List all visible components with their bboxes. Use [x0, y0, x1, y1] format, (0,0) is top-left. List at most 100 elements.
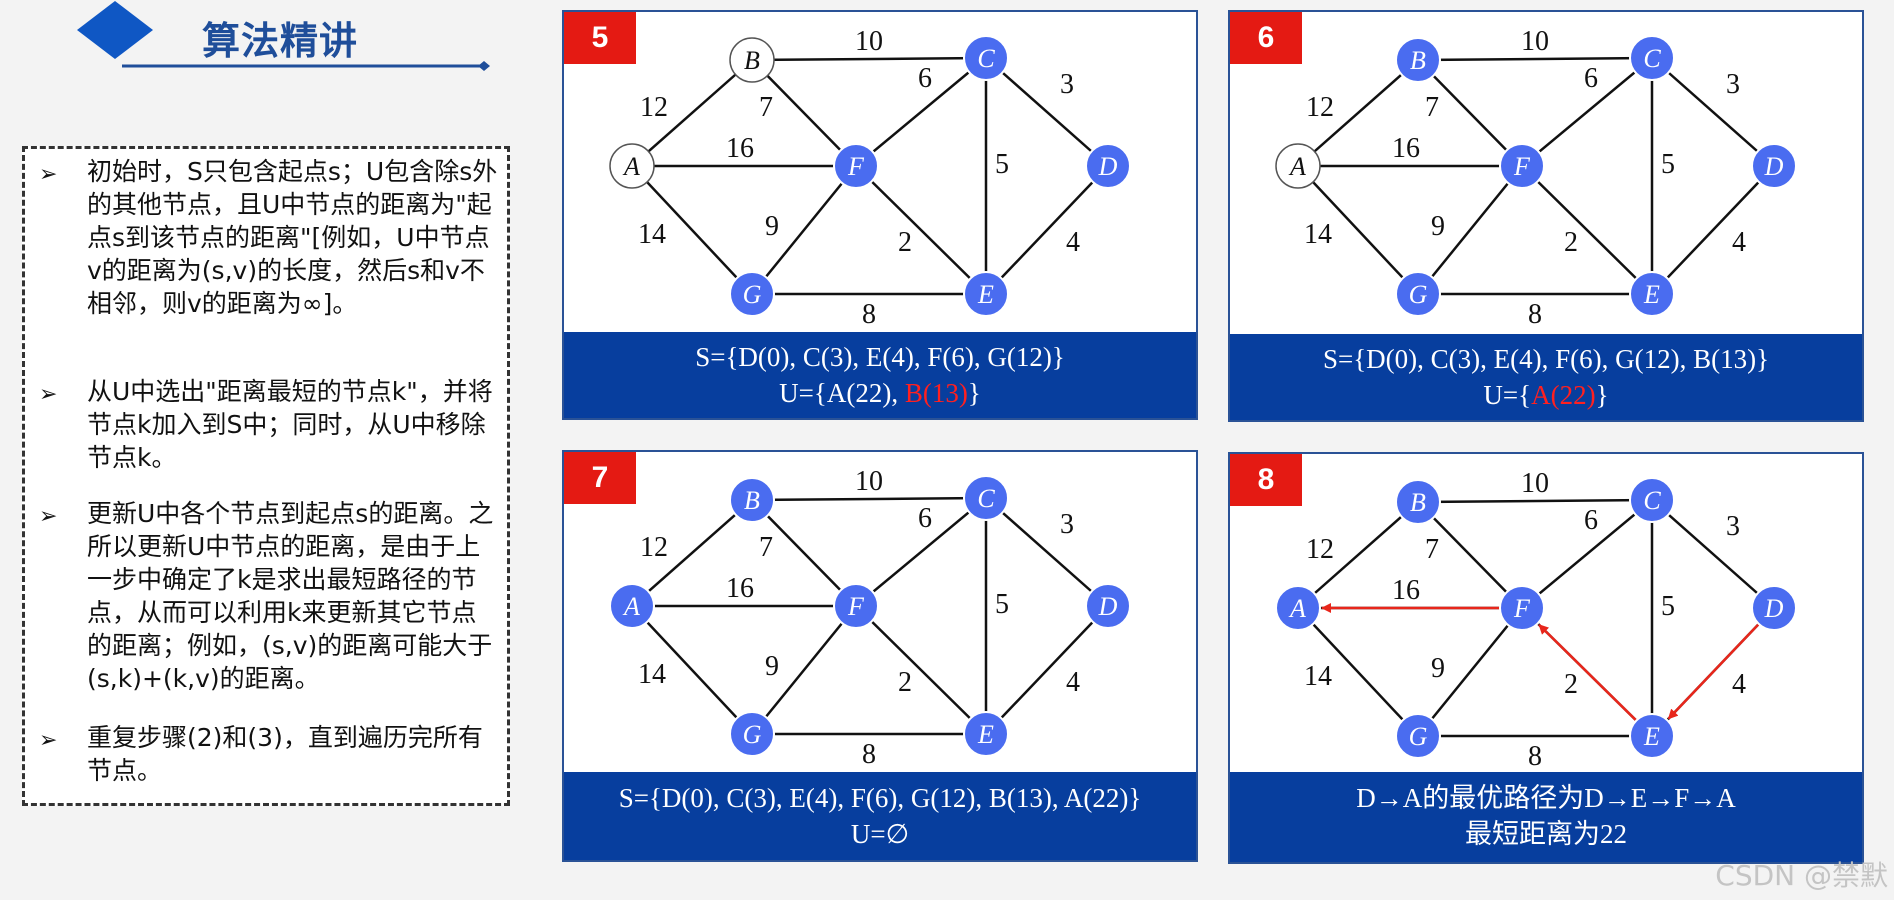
page-title: 算法精讲 [202, 19, 359, 63]
graph-node-C: C [963, 475, 1009, 521]
graph-edge-CD [1651, 499, 1775, 609]
step-text: 更新U中各个节点到起点s的距离。之所以更新U中节点的距离，是由于上一步中确定了k… [87, 499, 494, 693]
graph-edge-FG [1417, 607, 1523, 737]
graph-edge-AB [631, 499, 753, 607]
edge-weight-label: 4 [1732, 227, 1746, 258]
node-circle [1395, 271, 1441, 317]
panel-caption: D→A的最优路径为D→E→F→A 最短距离为22 [1230, 772, 1862, 862]
step-bullet: ➢ 更新U中各个节点到起点s的距离。之所以更新U中节点的距离，是由于上一步中确定… [39, 497, 499, 695]
node-label: G [743, 720, 762, 749]
node-circle [609, 583, 655, 629]
edge-weight-label: 8 [862, 299, 876, 330]
node-circle [963, 271, 1009, 317]
graph-node-E: E [1629, 713, 1675, 759]
node-label: A [1288, 594, 1306, 623]
graph-edge-BC [751, 56, 987, 62]
node-label: G [1409, 722, 1428, 751]
edge-weight-label: 9 [765, 651, 779, 682]
edge-weight-label: 7 [1425, 92, 1439, 123]
node-label: C [1643, 486, 1661, 515]
node-circle [1751, 143, 1797, 189]
path-arrow-EF [1538, 623, 1638, 722]
node-circle [1499, 585, 1545, 631]
node-label: B [744, 46, 760, 75]
graph-edge-BC [1417, 498, 1653, 504]
step-badge: 8 [1230, 454, 1302, 506]
graph-edge-AB [631, 59, 753, 167]
graph-edge-BC [1417, 56, 1653, 62]
graph-node-A: A [609, 583, 655, 629]
graph-edge-FG [751, 165, 857, 295]
graph-edge-FG [1417, 165, 1523, 295]
graph-edge-BF [1417, 59, 1523, 167]
graph-edge-AB [1297, 59, 1419, 167]
graph-node-D: D [1751, 585, 1797, 631]
caption-line: S={D(0), C(3), E(4), F(6), G(12), B(13)} [1230, 341, 1862, 377]
edge-weight-label: 3 [1060, 509, 1074, 540]
node-circle [729, 271, 775, 317]
edge-weight-label: 2 [898, 227, 912, 258]
arrow-bullet-icon: ➢ [39, 728, 58, 753]
graph-edge-DE [985, 605, 1109, 735]
edge-weight-label: 2 [898, 667, 912, 698]
graph-node-F: F [833, 143, 879, 189]
edge-weight-label: 14 [1304, 219, 1332, 250]
step-text: 重复步骤(2)和(3)，直到遍历完所有节点。 [87, 723, 483, 785]
node-circle [1085, 583, 1131, 629]
caption-line: S={D(0), C(3), E(4), F(6), G(12)} [564, 339, 1196, 375]
edge-weight-label: 12 [1306, 92, 1334, 123]
node-circle [833, 583, 879, 629]
graph-edge-FE [1521, 165, 1653, 295]
node-circle [1751, 585, 1797, 631]
node-label: F [1513, 594, 1531, 623]
caption-line: D→A的最优路径为D→E→F→A [1230, 780, 1862, 816]
edge-weight-label: 8 [1528, 299, 1542, 330]
edge-weight-label: 12 [1306, 534, 1334, 565]
edge-weight-label: 9 [765, 211, 779, 242]
edge-weight-label: 10 [1521, 468, 1549, 499]
edge-weight-label: 16 [726, 573, 754, 604]
edge-weight-label: 14 [638, 659, 666, 690]
edge-weight-label: 16 [1392, 133, 1420, 164]
graph-node-D: D [1085, 583, 1131, 629]
edge-weight-label: 12 [640, 532, 668, 563]
node-label: F [1513, 152, 1531, 181]
caption-text: 最短距离为22 [1465, 819, 1627, 849]
caption-text: U={ [1483, 380, 1532, 410]
node-label: B [1410, 46, 1426, 75]
graph-edge-FG [751, 605, 857, 735]
graph-edge-CD [985, 497, 1109, 607]
graph-edge-AB [1297, 501, 1419, 609]
node-circle [1395, 479, 1441, 525]
graph-node-A: A [1275, 585, 1321, 631]
edge-weight-label: 5 [995, 149, 1009, 180]
edge-weight-label: 6 [918, 503, 932, 534]
caption-text: U={A(22), [779, 378, 905, 408]
edge-weight-label: 6 [918, 63, 932, 94]
edge-weight-label: 3 [1060, 69, 1074, 100]
watermark: CSDN @禁默 [1715, 859, 1888, 892]
graph-edge-BF [751, 59, 857, 167]
title-decoration [77, 1, 490, 71]
caption-line: U={A(22), B(13)} [564, 375, 1196, 411]
step-badge: 5 [564, 12, 636, 64]
step-bullet: ➢ 重复步骤(2)和(3)，直到遍历完所有节点。 [39, 721, 499, 787]
node-circle [963, 711, 1009, 757]
graph-node-B: B [729, 37, 775, 83]
graph-node-E: E [963, 711, 1009, 757]
node-label: D [1764, 152, 1784, 181]
node-label: D [1098, 592, 1118, 621]
edge-weight-label: 16 [726, 133, 754, 164]
graph-edge-FE [855, 605, 987, 735]
step-text: 从U中选出"距离最短的节点k"，并将节点k加入到S中；同时，从U中移除节点k。 [87, 377, 493, 472]
edge-weight-label: 7 [759, 532, 773, 563]
graph-node-B: B [1395, 37, 1441, 83]
graph-node-C: C [963, 35, 1009, 81]
step-bullet: ➢ 从U中选出"距离最短的节点k"，并将节点k加入到S中；同时，从U中移除节点k… [39, 375, 499, 474]
